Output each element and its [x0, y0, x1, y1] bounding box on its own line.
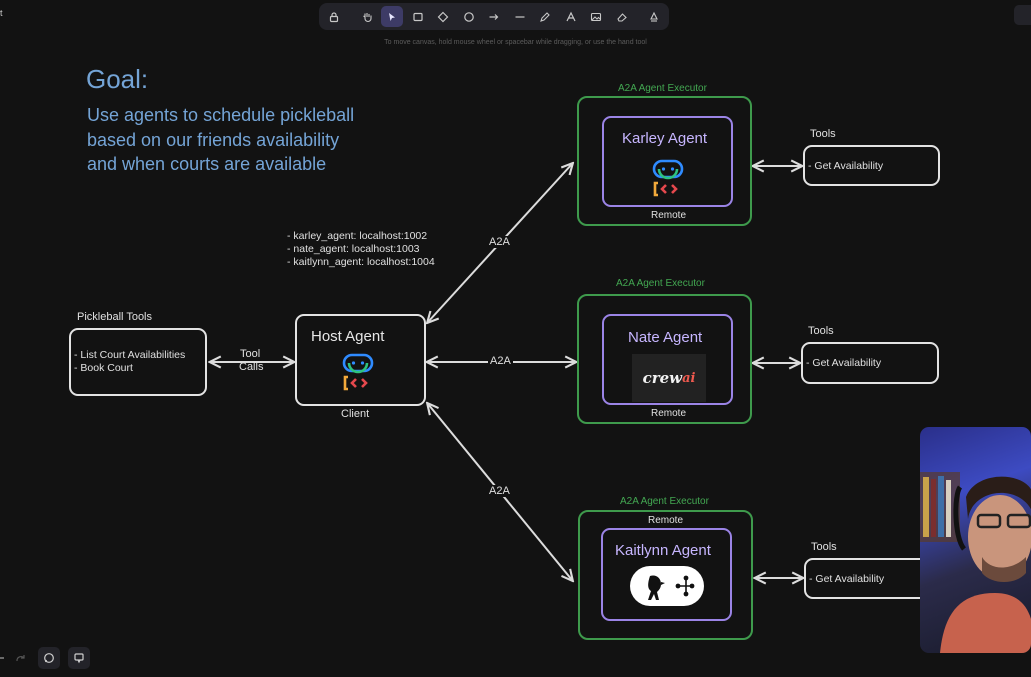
kaitlynn-agent-name: Kaitlynn Agent — [615, 542, 711, 559]
karley-tools-box[interactable]: - Get Availability — [803, 145, 940, 186]
goal-line-2: based on our friends availability — [87, 130, 340, 150]
parrot-icon — [648, 575, 695, 600]
crewai-logo-accent: ai — [682, 370, 696, 386]
karley-executor-box[interactable]: Karley Agent Remote — [577, 96, 752, 226]
nate-tools-box[interactable]: - Get Availability — [801, 342, 939, 384]
nate-tools-title: Tools — [808, 325, 834, 337]
host-agent-box[interactable]: Host Agent — [295, 314, 426, 406]
image-icon[interactable] — [585, 6, 607, 27]
crewai-logo-text: crew — [642, 369, 683, 387]
host-agent-name: Host Agent — [311, 328, 385, 345]
a2a-label-nate: A2A — [488, 355, 513, 367]
pickleball-tools-list: - List Court Availabilities - Book Court — [74, 349, 185, 375]
ellipse-icon[interactable] — [458, 6, 480, 27]
redo-icon[interactable] — [14, 652, 28, 664]
agent-address-nate: - nate_agent: localhost:1003 — [287, 243, 420, 255]
karley-agent-name: Karley Agent — [622, 130, 708, 147]
line-icon[interactable] — [509, 6, 531, 27]
drawing-toolbar — [319, 3, 669, 30]
presenter-video — [920, 472, 1031, 653]
feedback-button[interactable] — [68, 647, 90, 669]
pencil-icon[interactable] — [534, 6, 556, 27]
karley-executor-label: A2A Agent Executor — [618, 83, 707, 94]
tool-list-court: - List Court Availabilities — [74, 349, 186, 361]
kaitlynn-agent-box[interactable]: Kaitlynn Agent — [601, 528, 732, 621]
eraser-icon[interactable] — [611, 6, 633, 27]
rectangle-icon[interactable] — [407, 6, 429, 27]
host-agent-role: Client — [341, 408, 370, 420]
tool-book-court: - Book Court — [74, 362, 133, 374]
nate-executor-label: A2A Agent Executor — [616, 278, 705, 289]
agent-address-list: - karley_agent: localhost:1002 - nate_ag… — [287, 230, 435, 269]
kaitlynn-role: Remote — [648, 515, 684, 526]
left-edge-text: t — [0, 8, 3, 18]
kaitlynn-tools-title: Tools — [811, 541, 837, 553]
kaitlynn-tools-box[interactable]: - Get Availability — [804, 558, 934, 599]
arrow-icon[interactable] — [483, 6, 505, 27]
nate-role: Remote — [651, 408, 687, 419]
canvas-hint: To move canvas, hold mouse wheel or spac… — [384, 39, 647, 46]
nate-tool-get-availability: - Get Availability — [806, 357, 882, 369]
webcam-overlay — [920, 427, 1031, 653]
karley-role: Remote — [651, 210, 687, 221]
a2a-label-karley: A2A — [487, 236, 512, 248]
hand-icon[interactable] — [356, 6, 378, 27]
nate-agent-name: Nate Agent — [628, 329, 703, 346]
robot-icon — [342, 353, 374, 391]
goal-title: Goal: — [86, 64, 149, 94]
agent-address-karley: - karley_agent: localhost:1002 — [287, 230, 428, 242]
kaitlynn-executor-label: A2A Agent Executor — [620, 496, 709, 507]
pointer-icon[interactable] — [381, 6, 403, 27]
lock-icon[interactable] — [323, 6, 345, 27]
karley-agent-box[interactable]: Karley Agent — [602, 116, 733, 207]
comment-icon — [44, 653, 54, 663]
comment-button[interactable] — [38, 647, 60, 669]
text-icon[interactable] — [560, 6, 582, 27]
langgraph-parrot-logo — [630, 566, 704, 606]
kaitlynn-tool-get-availability: - Get Availability — [809, 573, 885, 585]
feedback-icon — [74, 653, 84, 664]
goal-line-3: and when courts are available — [87, 154, 327, 174]
undo-icon[interactable] — [0, 647, 12, 669]
pickleball-tools-box[interactable]: - List Court Availabilities - Book Court — [69, 328, 207, 396]
phone-icon[interactable] — [1014, 5, 1031, 25]
karley-tool-get-availability: - Get Availability — [808, 160, 884, 172]
karley-tools-title: Tools — [810, 128, 836, 140]
diamond-icon[interactable] — [432, 6, 454, 27]
tool-calls-label-2: Calls — [239, 361, 264, 373]
a2a-label-kaitlynn: A2A — [487, 485, 512, 497]
agent-address-kaitlynn: - kaitlynn_agent: localhost:1004 — [287, 256, 435, 268]
extra-tools-icon[interactable] — [643, 6, 665, 27]
pickleball-tools-title: Pickleball Tools — [77, 311, 153, 323]
goal-line-1: Use agents to schedule pickleball — [87, 105, 355, 125]
tool-calls-label-1: Tool — [240, 348, 261, 360]
robot-icon — [652, 159, 684, 197]
kaitlynn-executor-box[interactable]: Remote Kaitlynn Agent — [578, 510, 753, 640]
